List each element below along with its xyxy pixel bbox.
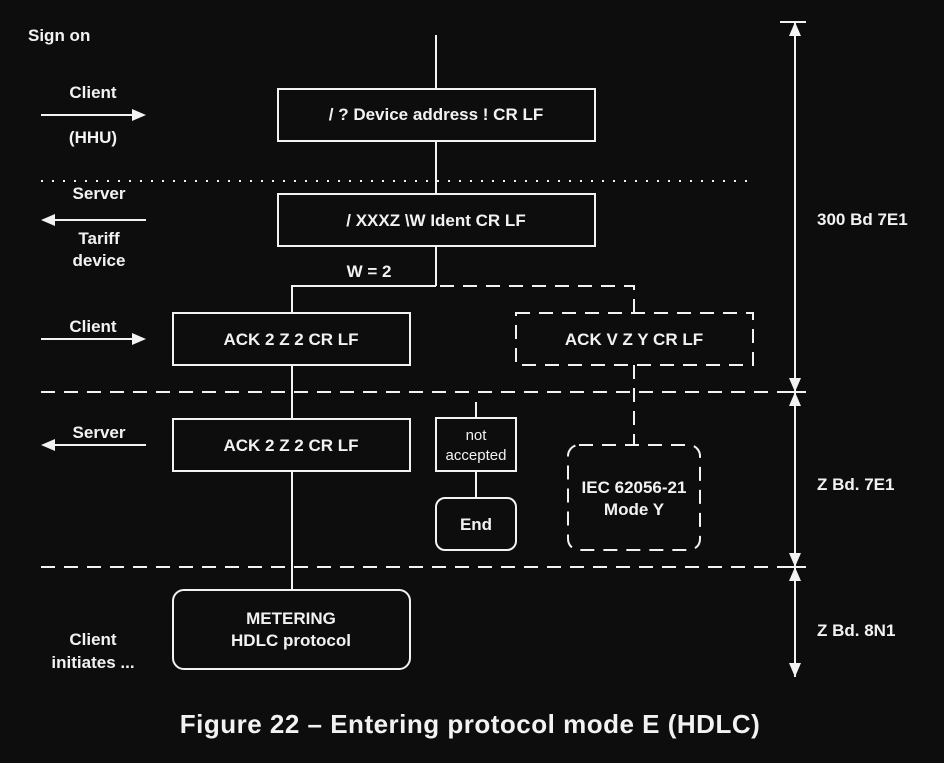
mode-y-box xyxy=(567,444,701,551)
not-accepted-text-2: accepted xyxy=(446,447,507,464)
arrow-left-icon xyxy=(41,214,146,226)
server-label-2: Server xyxy=(73,423,126,442)
metering-text-2: HDLC protocol xyxy=(231,631,351,650)
sign-on-heading: Sign on xyxy=(28,26,90,45)
mode-y-text-2: Mode Y xyxy=(604,500,665,519)
figure-caption: Figure 22 – Entering protocol mode E (HD… xyxy=(180,709,761,739)
ack-alt-text: ACK V Z Y CR LF xyxy=(565,330,703,349)
dimension-arrow-icon xyxy=(789,22,801,392)
ack-server-text: ACK 2 Z 2 CR LF xyxy=(223,436,358,455)
phase-label-z7e1: Z Bd. 7E1 xyxy=(817,475,894,494)
hhu-label: (HHU) xyxy=(69,128,117,147)
client-initiates-label: Client xyxy=(69,630,117,649)
arrow-right-icon xyxy=(41,333,146,345)
end-box xyxy=(435,497,517,551)
arrow-left-icon xyxy=(41,439,146,451)
not-accepted-text: not xyxy=(466,427,488,444)
request-text: / ? Device address ! CR LF xyxy=(329,105,543,124)
branch-alt xyxy=(440,285,635,313)
ack-client-text: ACK 2 Z 2 CR LF xyxy=(223,330,358,349)
end-text: End xyxy=(460,515,492,534)
ident-text: / XXXZ \W Ident CR LF xyxy=(346,211,525,230)
server-label: Server xyxy=(73,184,126,203)
tariff-label: Tariff xyxy=(78,229,120,248)
dimension-arrow-icon xyxy=(789,392,801,567)
device-label: device xyxy=(73,251,126,270)
client-label-2: Client xyxy=(69,317,117,336)
client-initiates-label-2: initiates ... xyxy=(51,653,134,672)
arrow-right-icon xyxy=(41,109,146,121)
phase-label-300bd: 300 Bd 7E1 xyxy=(817,210,908,229)
w-equals-label: W = 2 xyxy=(347,262,392,281)
metering-box xyxy=(172,589,411,670)
dimension-arrow-icon xyxy=(789,567,801,677)
ack-alt-box xyxy=(515,312,754,366)
metering-text: METERING xyxy=(246,609,336,628)
mode-y-text: IEC 62056-21 xyxy=(582,478,687,497)
phase-label-z8n1: Z Bd. 8N1 xyxy=(817,621,895,640)
client-label: Client xyxy=(69,83,117,102)
branch-w2 xyxy=(291,285,436,313)
